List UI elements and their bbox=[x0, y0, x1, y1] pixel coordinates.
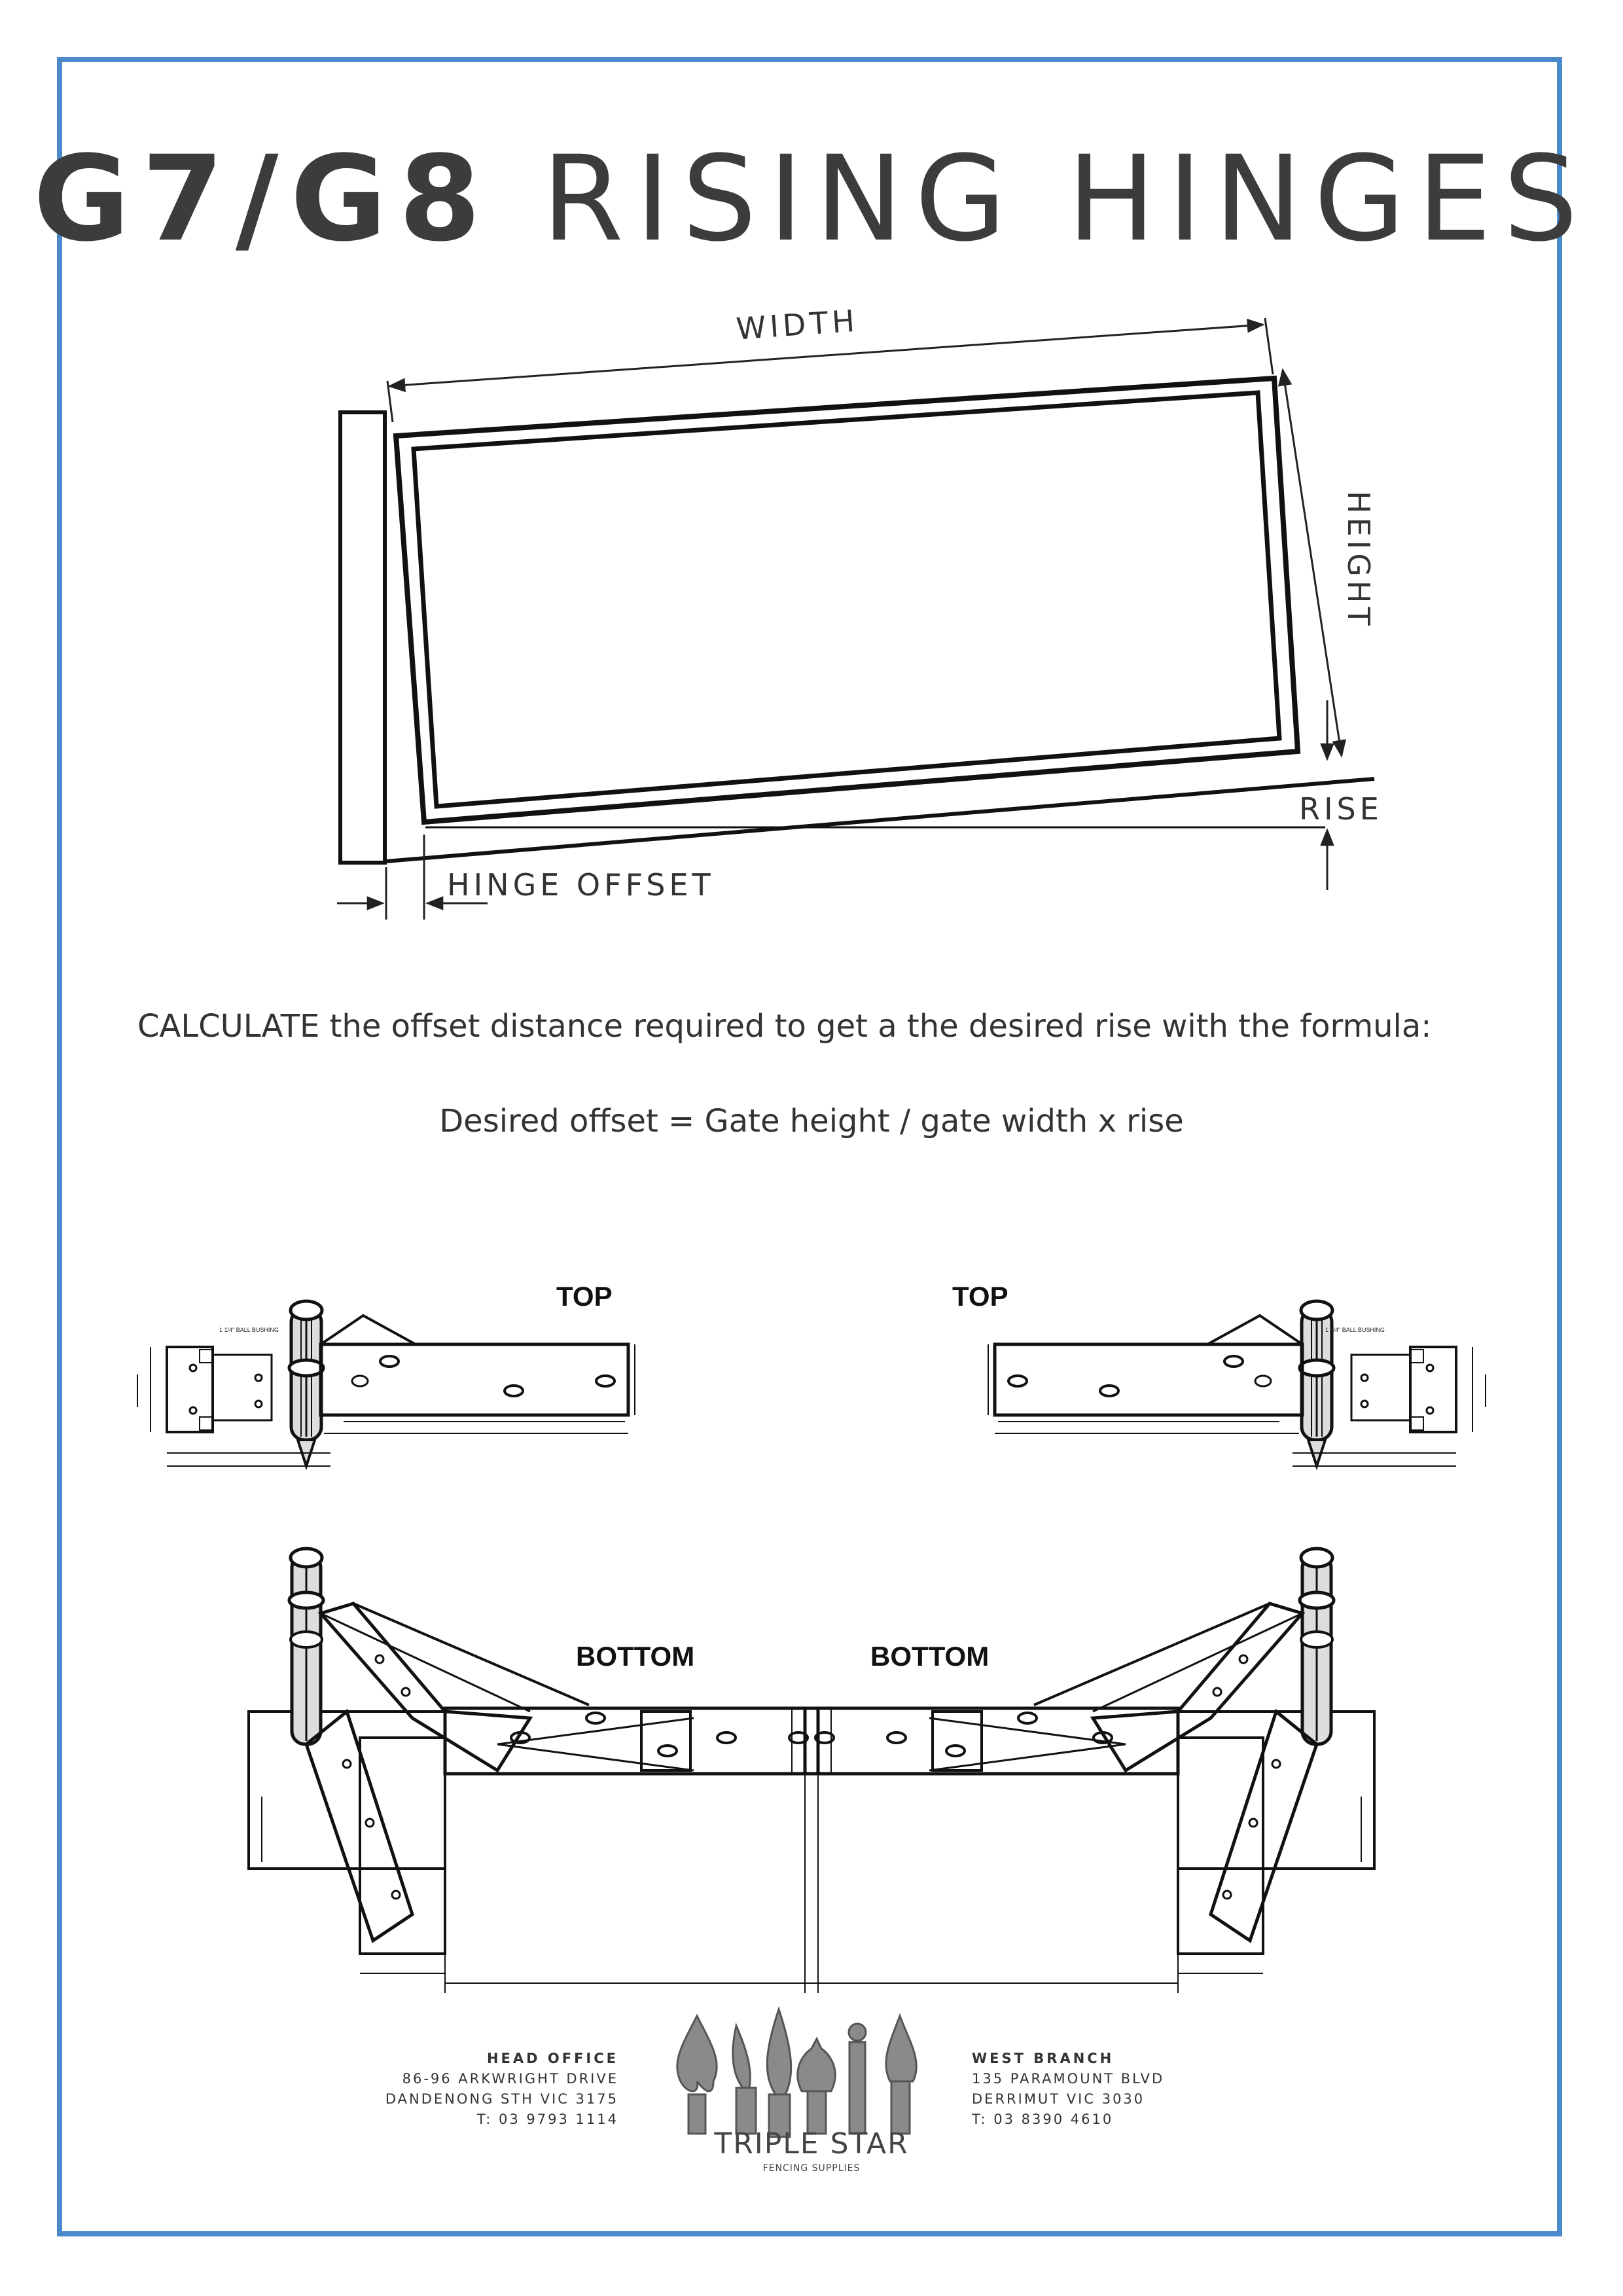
head-office-heading: HEAD OFFICE bbox=[486, 2051, 618, 2066]
height-dimension bbox=[1277, 368, 1347, 758]
title-text: RISING HINGES bbox=[541, 131, 1590, 268]
rise-label: RISE bbox=[1299, 791, 1383, 827]
hinge-offset-label: HINGE OFFSET bbox=[447, 867, 715, 903]
west-branch-phone: T: 03 8390 4610 bbox=[972, 2111, 1114, 2127]
page-title: G7/G8 RISING HINGES bbox=[0, 141, 1623, 259]
bushing-note-left: 1 1/4" BALL BUSHING bbox=[219, 1327, 279, 1333]
brand-name: TRIPLE STAR bbox=[714, 2127, 909, 2161]
head-office-line2: DANDENONG STH VIC 3175 bbox=[385, 2091, 618, 2107]
brand-subtitle: FENCING SUPPLIES bbox=[762, 2163, 861, 2174]
head-office-phone: T: 03 9793 1114 bbox=[476, 2111, 618, 2127]
west-branch-heading: WEST BRANCH bbox=[972, 2051, 1115, 2066]
west-branch-line1: 135 PARAMOUNT BLVD bbox=[972, 2071, 1165, 2087]
west-branch-line2: DERRIMUT VIC 3030 bbox=[972, 2091, 1145, 2107]
gate-post bbox=[338, 410, 387, 865]
head-office-line1: 86-96 ARKWRIGHT DRIVE bbox=[402, 2071, 618, 2087]
offset-formula: Desired offset = Gate height / gate widt… bbox=[439, 1103, 1184, 1139]
ground-line bbox=[385, 777, 1375, 863]
instructions-text: CALCULATE the offset distance required t… bbox=[137, 1008, 1432, 1045]
top-label-right: TOP bbox=[952, 1281, 1008, 1312]
west-branch-address: WEST BRANCH 135 PARAMOUNT BLVD DERRIMUT … bbox=[972, 2049, 1164, 2130]
page-border bbox=[57, 57, 1562, 2236]
head-office-address: HEAD OFFICE 86-96 ARKWRIGHT DRIVE DANDEN… bbox=[385, 2049, 618, 2130]
title-model: G7/G8 bbox=[33, 131, 493, 268]
top-label-left: TOP bbox=[556, 1281, 613, 1312]
width-dimension bbox=[387, 318, 1265, 393]
bottom-label-right: BOTTOM bbox=[870, 1641, 989, 1672]
bottom-label-left: BOTTOM bbox=[576, 1641, 694, 1672]
width-label: WIDTH bbox=[735, 303, 859, 347]
height-label: HEIGHT bbox=[1341, 491, 1376, 630]
bushing-note-right: 1 1/4" BALL BUSHING bbox=[1325, 1327, 1385, 1333]
